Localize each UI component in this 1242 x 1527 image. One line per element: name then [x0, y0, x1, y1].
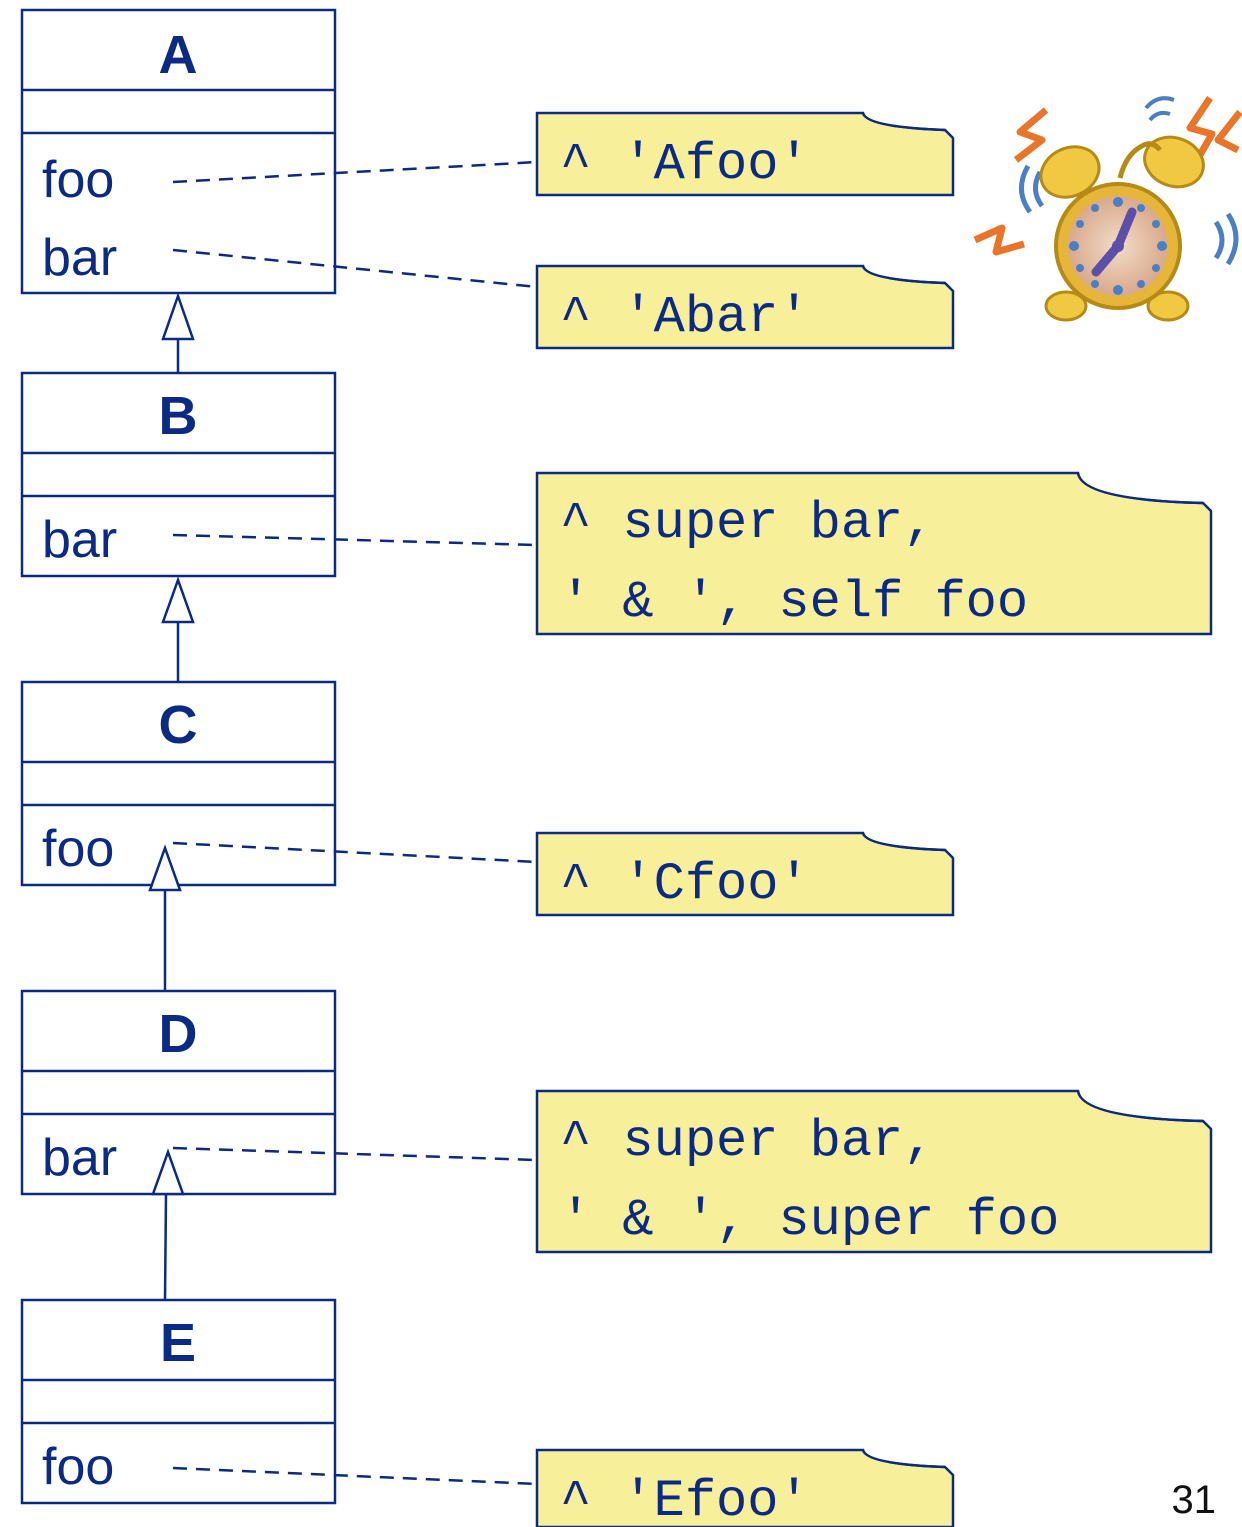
- method-c-foo: foo: [42, 820, 114, 878]
- connector-a-foo: [172, 160, 538, 184]
- class-box-b: B bar: [20, 371, 337, 578]
- note-b-bar-line-1: ^ super bar,: [560, 494, 934, 553]
- inheritance-arrow-e-d: [151, 1148, 185, 1301]
- note-b-bar-line-2: ' & ', self foo: [560, 573, 1028, 632]
- class-name-b: B: [159, 386, 198, 446]
- class-name-c: C: [159, 695, 198, 755]
- connector-e-foo: [172, 1466, 538, 1486]
- method-a-bar: bar: [42, 229, 117, 287]
- method-d-bar: bar: [42, 1129, 117, 1187]
- note-c-foo: ^ 'Cfoo': [535, 831, 955, 917]
- class-box-c: C foo: [20, 680, 337, 887]
- method-e-foo: foo: [42, 1438, 114, 1496]
- class-name-d: D: [159, 1004, 198, 1064]
- page-number: 31: [1172, 1478, 1217, 1522]
- class-name-a: A: [159, 25, 198, 85]
- note-c-foo-line-1: ^ 'Cfoo': [560, 855, 810, 914]
- connector-a-bar: [172, 248, 538, 289]
- note-e-foo-line-1: ^ 'Efoo': [560, 1472, 810, 1527]
- connector-b-bar: [172, 533, 538, 547]
- note-d-bar: ^ super bar, ' & ', super foo: [535, 1089, 1213, 1254]
- inheritance-arrow-c-b: [161, 576, 195, 682]
- connector-d-bar: [172, 1146, 538, 1162]
- class-box-a: A foo bar: [20, 8, 337, 295]
- connector-c-foo: [172, 841, 538, 864]
- inheritance-arrow-b-a: [161, 292, 195, 373]
- method-a-foo: foo: [42, 151, 114, 209]
- inheritance-arrow-d-c: [148, 844, 182, 991]
- note-a-foo: ^ 'Afoo': [535, 111, 955, 197]
- alarm-clock-icon: [973, 96, 1242, 322]
- note-e-foo: ^ 'Efoo': [535, 1448, 955, 1527]
- method-b-bar: bar: [42, 511, 117, 569]
- class-box-d: D bar: [20, 989, 337, 1196]
- note-a-foo-line-1: ^ 'Afoo': [560, 135, 810, 194]
- note-d-bar-line-1: ^ super bar,: [560, 1112, 934, 1171]
- class-name-e: E: [160, 1313, 196, 1373]
- note-d-bar-line-2: ' & ', super foo: [560, 1191, 1059, 1250]
- note-a-bar: ^ 'Abar': [535, 264, 955, 350]
- class-box-e: E foo: [20, 1298, 337, 1505]
- note-b-bar: ^ super bar, ' & ', self foo: [535, 471, 1213, 636]
- note-a-bar-line-1: ^ 'Abar': [560, 288, 810, 347]
